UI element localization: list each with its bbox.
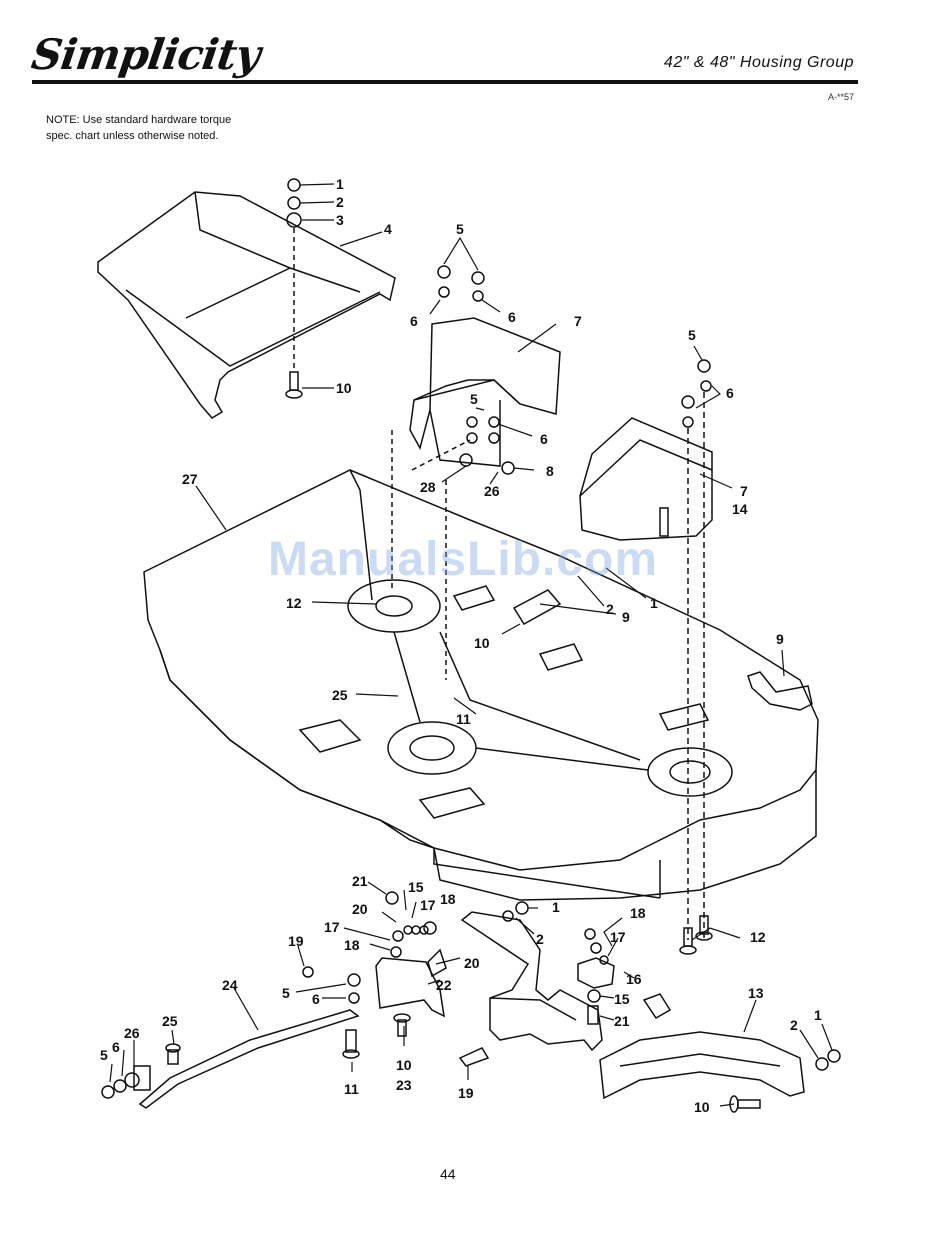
deck-bracket-9 [748, 672, 812, 710]
callout-21: 21 [352, 873, 368, 889]
callout-19: 19 [288, 933, 304, 949]
callout-5: 5 [282, 985, 290, 1001]
callout-20: 20 [352, 901, 368, 917]
callout-22: 22 [436, 977, 452, 993]
callout-7: 7 [740, 483, 748, 499]
callout-10: 10 [694, 1099, 710, 1115]
callout-23: 23 [396, 1077, 412, 1093]
spindle-cover-right [580, 360, 712, 940]
callout-18: 18 [630, 905, 646, 921]
callout-28: 28 [420, 479, 436, 495]
callout-4: 4 [384, 221, 392, 237]
anti-scalp-bar [600, 1032, 840, 1112]
callout-21: 21 [614, 1013, 630, 1029]
callout-15: 15 [408, 879, 424, 895]
callout-12: 12 [750, 929, 766, 945]
callout-24: 24 [222, 977, 238, 993]
callout-13: 13 [748, 985, 764, 1001]
callout-11: 11 [456, 711, 471, 727]
callout-20: 20 [464, 955, 480, 971]
callout-5: 5 [470, 391, 478, 407]
spindle-cover-center [410, 266, 560, 474]
callout-1: 1 [814, 1007, 822, 1023]
callout-9: 9 [776, 631, 784, 647]
rear-bracket-assembly [578, 916, 712, 1024]
chute-hardware-stack [286, 179, 302, 398]
callout-12: 12 [286, 595, 302, 611]
callout-25: 25 [162, 1013, 178, 1029]
callout-16: 16 [626, 971, 642, 987]
callout-26: 26 [484, 483, 500, 499]
callout-27: 27 [182, 471, 198, 487]
callout-15: 15 [614, 991, 630, 1007]
callout-17: 17 [610, 929, 626, 945]
callout-1: 1 [336, 176, 344, 192]
hanger-bracket-left-assembly [303, 892, 446, 1058]
callout-10: 10 [474, 635, 490, 651]
callout-6: 6 [726, 385, 734, 401]
callout-10: 10 [396, 1057, 412, 1073]
callout-18: 18 [344, 937, 360, 953]
callout-6: 6 [410, 313, 418, 329]
callout-14: 14 [732, 501, 748, 517]
callout-6: 6 [312, 991, 320, 1007]
page-number: 44 [440, 1166, 456, 1182]
callout-2: 2 [336, 194, 344, 210]
callout-10: 10 [336, 380, 352, 396]
callout-2: 2 [790, 1017, 798, 1033]
callout-5: 5 [100, 1047, 108, 1063]
callout-6: 6 [540, 431, 548, 447]
callout-1: 1 [552, 899, 560, 915]
manualslib-watermark: ManualsLib.com [268, 532, 658, 587]
callout-25: 25 [332, 687, 348, 703]
callout-11: 11 [344, 1081, 359, 1097]
callout-1: 1 [650, 595, 658, 611]
callout-19: 19 [458, 1085, 474, 1101]
mower-deck-housing [144, 430, 818, 900]
callout-7: 7 [574, 313, 582, 329]
callout-6: 6 [112, 1039, 120, 1055]
callout-5: 5 [688, 327, 696, 343]
callout-labels: 1 2 3 4 10 5 6 6 7 5 6 8 28 26 5 6 7 14 … [100, 176, 822, 1115]
callout-5: 5 [456, 221, 464, 237]
callout-9: 9 [622, 609, 630, 625]
front-hanger-assembly [460, 902, 602, 1066]
callout-26: 26 [124, 1025, 140, 1041]
callout-3: 3 [336, 212, 344, 228]
callout-8: 8 [546, 463, 554, 479]
callout-17: 17 [324, 919, 340, 935]
callout-2: 2 [606, 601, 614, 617]
callout-6: 6 [508, 309, 516, 325]
anti-scalp-rod [102, 1010, 358, 1108]
callout-17: 17 [420, 897, 436, 913]
callout-2: 2 [536, 931, 544, 947]
callout-18: 18 [440, 891, 456, 907]
